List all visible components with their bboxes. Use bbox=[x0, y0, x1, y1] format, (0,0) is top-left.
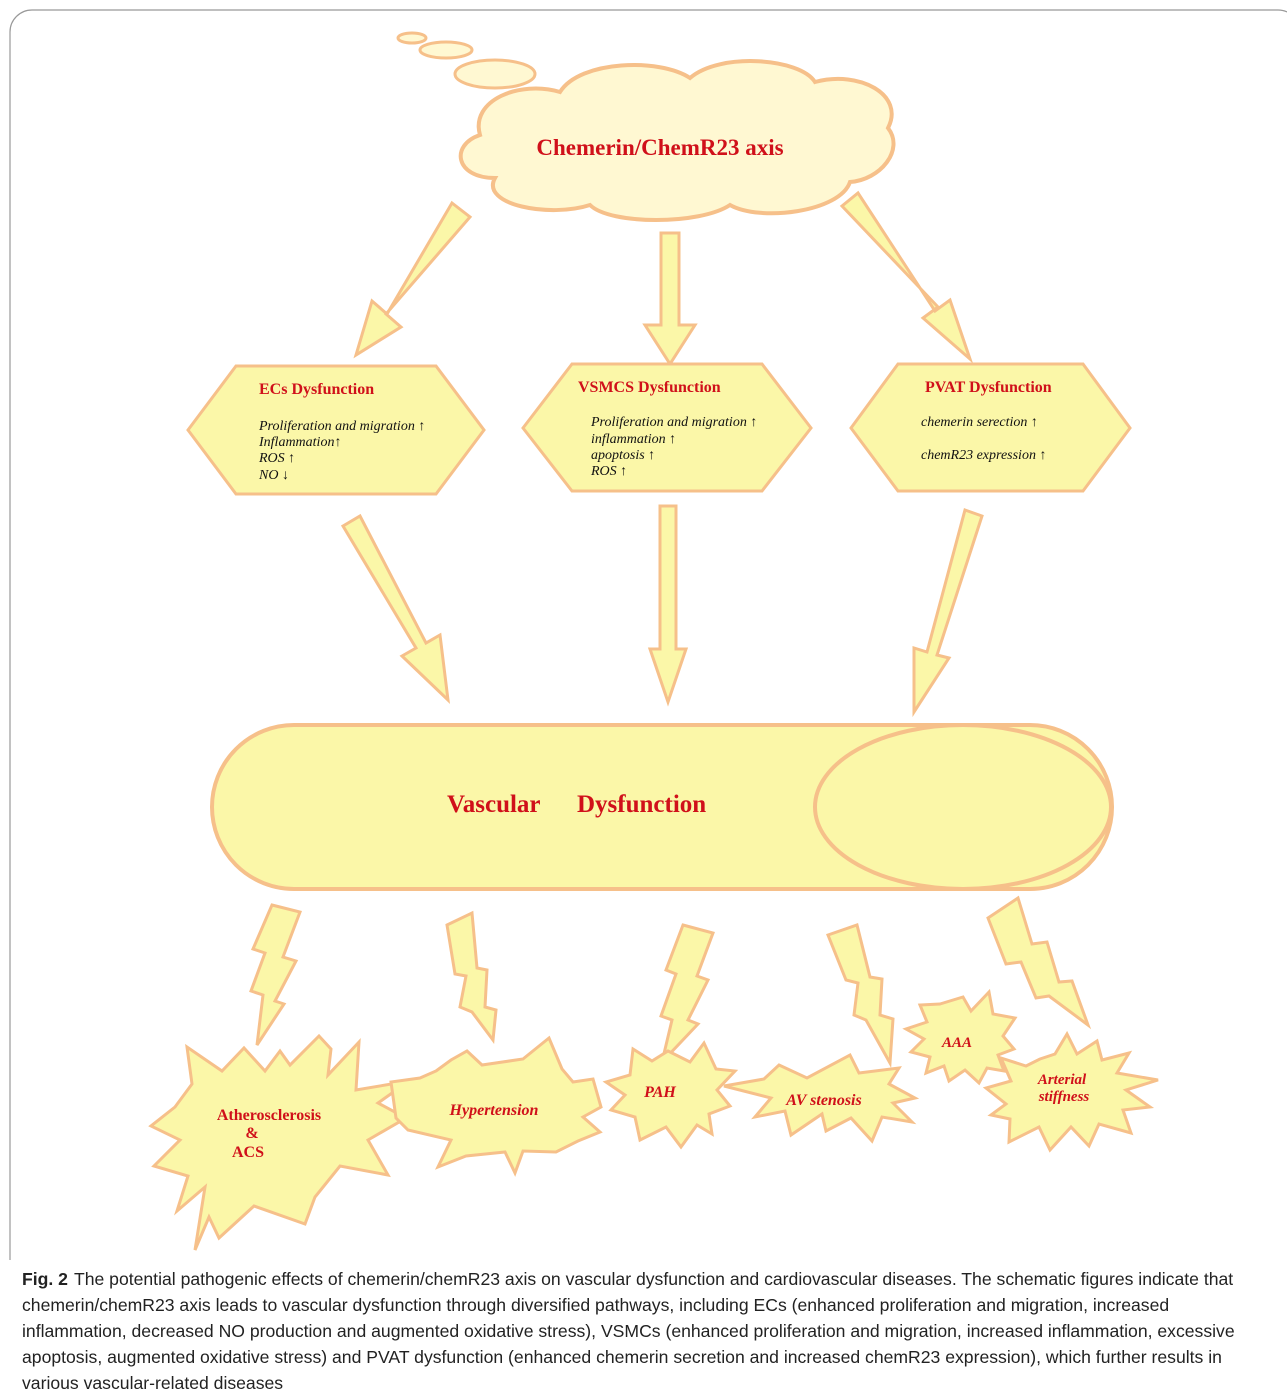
label-atherosclerosis-line2: & bbox=[245, 1125, 258, 1142]
vessel-word-1: Vascular bbox=[447, 791, 541, 818]
thought-bubble-large bbox=[453, 58, 537, 90]
starburst-hypertension bbox=[389, 1035, 603, 1177]
ecs-title: ECs Dysfunction bbox=[259, 381, 374, 398]
label-arterial-stiffness-line2: stiffness bbox=[1038, 1089, 1090, 1105]
lightning-bolt-4 bbox=[826, 923, 895, 1069]
lightning-bolt-2 bbox=[445, 910, 498, 1044]
vsmcs-line-3: apoptosis ↑ bbox=[591, 448, 655, 463]
label-hypertension: Hypertension bbox=[449, 1102, 539, 1119]
thought-bubble-medium bbox=[418, 40, 474, 60]
vsmcs-line-2: inflammation ↑ bbox=[591, 432, 676, 447]
label-aaa: AAA bbox=[941, 1035, 972, 1051]
arrow-ecs-to-vessel bbox=[340, 513, 451, 704]
pvat-line-2: chemR23 expression ↑ bbox=[921, 448, 1046, 463]
starburst-av-stenosis bbox=[723, 1052, 920, 1144]
arrow-cloud-to-vsmcs bbox=[642, 231, 698, 367]
lightning-bolt-5 bbox=[986, 895, 1092, 1030]
vsmcs-line-4: ROS ↑ bbox=[590, 464, 627, 479]
lightning-bolt-3 bbox=[659, 923, 715, 1068]
cloud-title: Chemerin/ChemR23 axis bbox=[536, 135, 783, 160]
cloud-shape bbox=[458, 59, 896, 222]
label-pah: PAH bbox=[643, 1084, 676, 1101]
vsmcs-line-1: Proliferation and migration ↑ bbox=[590, 415, 757, 430]
arrow-vsmcs-to-vessel bbox=[647, 504, 689, 707]
lightning-bolt-1 bbox=[249, 903, 302, 1046]
vessel-word-2: Dysfunction bbox=[577, 791, 706, 818]
ecs-line-2: Inflammation↑ bbox=[258, 435, 341, 450]
starburst-arterial-stiffness bbox=[982, 1030, 1159, 1153]
figure-label: Fig. 2 bbox=[22, 1269, 68, 1289]
vsmcs-title: VSMCS Dysfunction bbox=[578, 379, 721, 396]
thought-bubble-small bbox=[396, 31, 428, 45]
hexagon-ecs bbox=[186, 364, 486, 496]
figure-border bbox=[9, 9, 1287, 1260]
label-arterial-stiffness-line1: Arterial bbox=[1037, 1072, 1087, 1088]
label-atherosclerosis-line3: ACS bbox=[232, 1144, 264, 1161]
arrow-cloud-to-pvat bbox=[839, 190, 974, 364]
ecs-line-1: Proliferation and migration ↑ bbox=[258, 419, 425, 434]
caption-text: The potential pathogenic effects of chem… bbox=[22, 1269, 1235, 1393]
hexagon-pvat bbox=[849, 362, 1132, 493]
ecs-line-3: ROS ↑ bbox=[258, 451, 295, 466]
starburst-pah bbox=[602, 1040, 739, 1150]
label-av-stenosis: AV stenosis bbox=[785, 1092, 861, 1109]
starburst-aaa bbox=[902, 988, 1018, 1086]
pvat-title: PVAT Dysfunction bbox=[925, 379, 1052, 396]
ecs-line-4: NO ↓ bbox=[258, 468, 289, 483]
starburst-atherosclerosis bbox=[148, 1033, 410, 1251]
arrow-pvat-to-vessel bbox=[912, 508, 984, 718]
pvat-line-1: chemerin serection ↑ bbox=[921, 415, 1038, 430]
vessel-opening bbox=[813, 723, 1113, 891]
label-atherosclerosis-line1: Atherosclerosis bbox=[217, 1107, 321, 1124]
arrow-cloud-to-ecs bbox=[353, 200, 473, 359]
diagram-canvas: Chemerin/ChemR23 axis ECs Dysfunction Pr… bbox=[9, 9, 1287, 1260]
hexagon-vsmcs bbox=[521, 362, 813, 493]
